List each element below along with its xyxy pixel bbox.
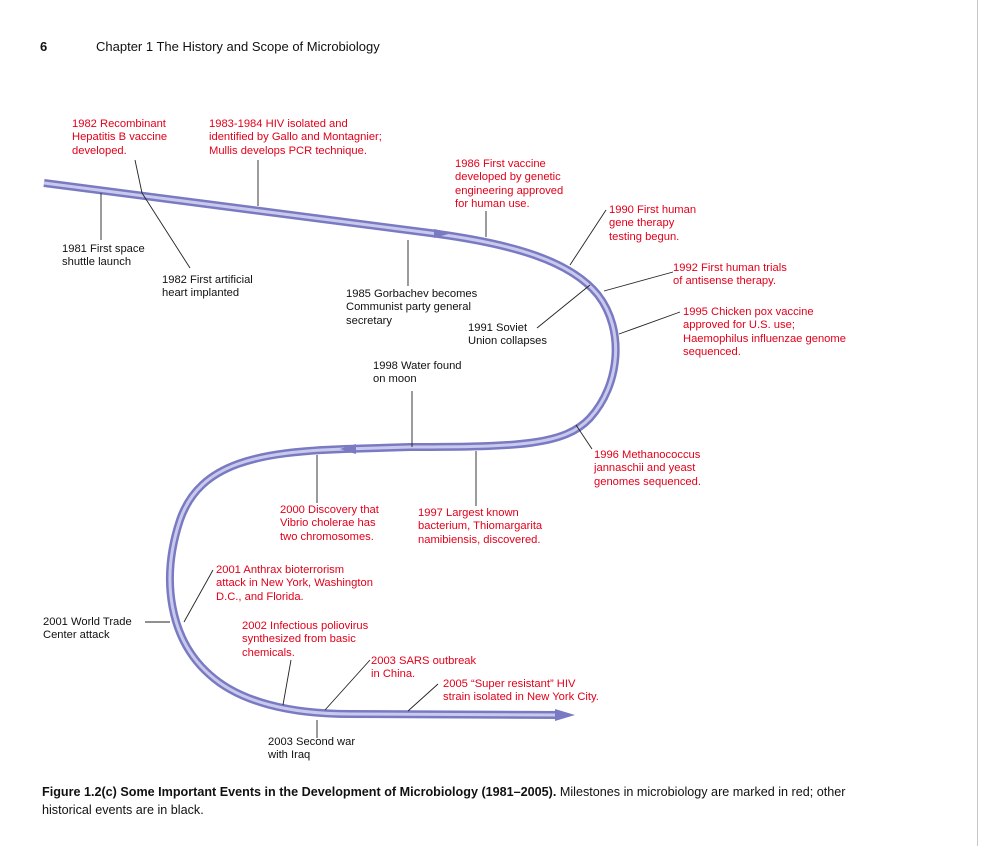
direction-arrow-2 xyxy=(340,444,356,454)
event-2003-sars: 2003 SARS outbreak in China. xyxy=(371,655,477,681)
event-1985-gorbachev: 1985 Gorbachev becomes Communist party g… xyxy=(346,288,478,327)
event-1996-methanococcus: 1996 Methanococcus jannaschii and yeast … xyxy=(594,449,701,488)
event-2005-resistant-hiv: 2005 “Super resistant” HIV strain isolat… xyxy=(443,678,599,704)
event-2003-iraq-war: 2003 Second war with Iraq xyxy=(268,736,356,762)
chapter-title: Chapter 1 The History and Scope of Micro… xyxy=(96,39,380,54)
direction-arrow-1 xyxy=(434,229,452,238)
direction-arrow-end xyxy=(555,709,575,721)
event-1998-water-on-moon: 1998 Water found on moon xyxy=(373,360,462,386)
event-1991-soviet-collapse: 1991 Soviet Union collapses xyxy=(468,322,547,348)
figure-caption-text: Milestones in microbiology are marked in… xyxy=(42,785,846,817)
event-2002-poliovirus: 2002 Infectious poliovirus synthesized f… xyxy=(242,620,369,659)
figure-caption: Figure 1.2(c) Some Important Events in t… xyxy=(42,783,862,819)
event-1990-gene-therapy: 1990 First human gene therapy testing be… xyxy=(609,204,697,243)
event-1983-hiv-isolated: 1983-1984 HIV isolated and identified by… xyxy=(209,118,382,157)
page-header: 6 Chapter 1 The History and Scope of Mic… xyxy=(40,39,380,54)
figure-caption-title: Figure 1.2(c) Some Important Events in t… xyxy=(42,785,557,799)
event-1992-antisense-therapy: 1992 First human trials of antisense the… xyxy=(673,262,787,288)
event-1982-hepatitis-b-vaccine: 1982 Recombinant Hepatitis B vaccine dev… xyxy=(72,118,168,157)
event-2001-anthrax-attack: 2001 Anthrax bioterrorism attack in New … xyxy=(216,564,373,603)
event-2001-world-trade-center: 2001 World Trade Center attack xyxy=(43,616,132,642)
event-2000-vibrio-cholerae: 2000 Discovery that Vibrio cholerae has … xyxy=(280,504,379,543)
event-1982-artificial-heart: 1982 First artificial heart implanted xyxy=(162,274,253,300)
event-1981-space-shuttle: 1981 First space shuttle launch xyxy=(62,243,145,269)
leader-lines xyxy=(100,159,681,738)
event-1997-thiomargarita: 1997 Largest known bacterium, Thiomargar… xyxy=(418,507,543,546)
event-1995-chicken-pox-vaccine: 1995 Chicken pox vaccine approved for U.… xyxy=(683,306,846,358)
page-edge-rule xyxy=(977,0,978,846)
timeline-ribbon xyxy=(43,179,620,721)
page-number: 6 xyxy=(40,39,48,54)
event-1986-first-genetic-vaccine: 1986 First vaccine developed by genetic … xyxy=(455,158,564,210)
